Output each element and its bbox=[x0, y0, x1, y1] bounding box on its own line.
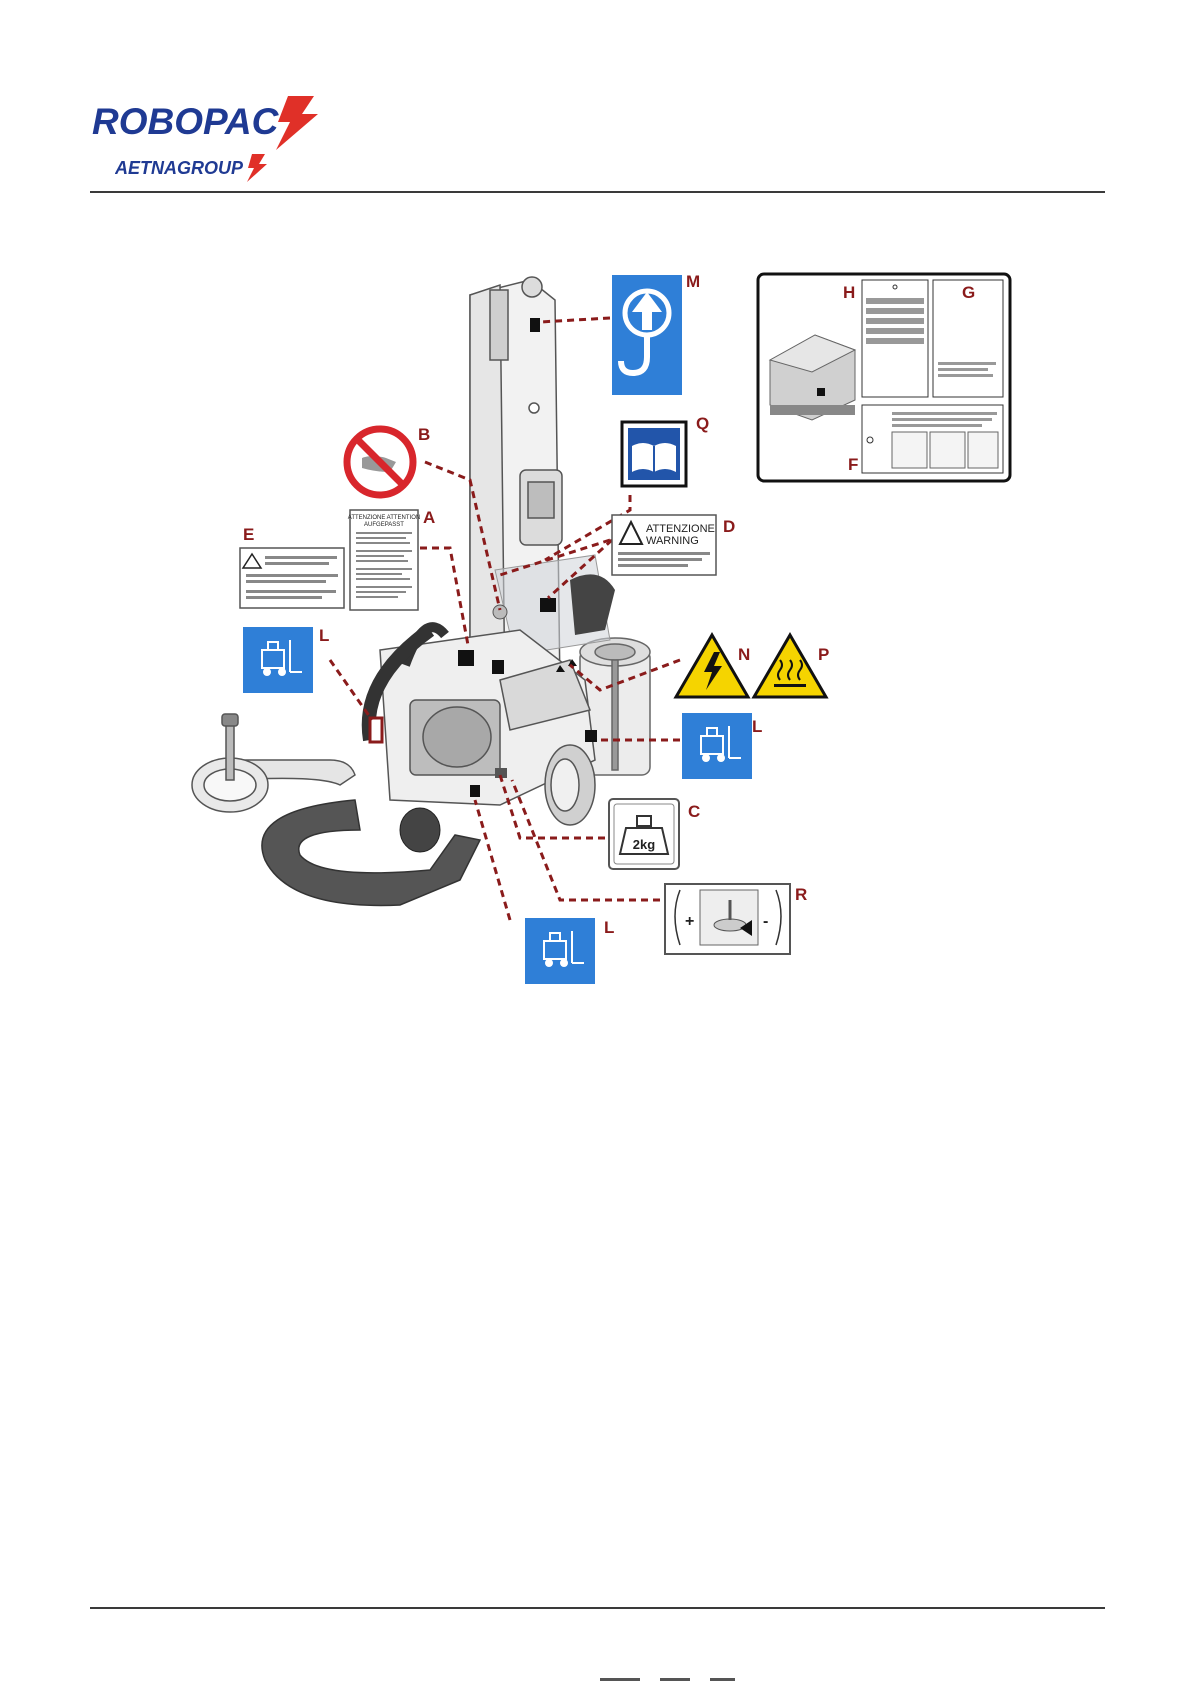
base-bumper bbox=[262, 800, 480, 905]
hot-surface-icon bbox=[754, 635, 826, 697]
forklift-icon bbox=[525, 918, 595, 984]
warning-text-sign bbox=[240, 548, 344, 608]
label-c: C bbox=[688, 802, 700, 822]
packaging-inset bbox=[758, 274, 1010, 481]
label-h: H bbox=[843, 283, 855, 303]
label-g: G bbox=[962, 283, 975, 303]
manual-book-icon bbox=[622, 422, 686, 486]
plus-text: + bbox=[685, 913, 694, 930]
label-n: N bbox=[738, 645, 750, 665]
body-decal-l-bottom bbox=[470, 785, 480, 797]
label-l-bottom: L bbox=[604, 918, 614, 938]
page-edge-marks bbox=[560, 1678, 860, 1684]
lift-hook-icon bbox=[612, 275, 682, 395]
rear-wheel bbox=[400, 808, 440, 852]
label-p: P bbox=[818, 645, 829, 665]
weight-text: 2kg bbox=[633, 837, 655, 852]
label-a: A bbox=[423, 508, 435, 528]
battery-header-text: ATTENZIONE ATTENTION bbox=[348, 515, 420, 521]
body-decal-l-right bbox=[585, 730, 597, 742]
battery-warning-sign: ATTENZIONE ATTENTION AUFGEPASST bbox=[348, 510, 420, 610]
battery-decal-a bbox=[458, 650, 474, 666]
console-decal-d bbox=[540, 598, 556, 612]
adjustment-sign: + - bbox=[665, 884, 790, 954]
no-hand-icon bbox=[347, 429, 413, 495]
weight-icon: 2kg bbox=[609, 799, 679, 869]
body-decal-b bbox=[493, 605, 507, 619]
label-l-left: L bbox=[319, 626, 329, 646]
forklift-icon bbox=[682, 713, 752, 779]
mast-decal-m bbox=[530, 318, 540, 332]
drive-wheel bbox=[545, 745, 595, 825]
label-r: R bbox=[795, 885, 807, 905]
minus-text: - bbox=[763, 913, 768, 930]
forklift-icon bbox=[243, 627, 313, 693]
attention-warning-sign: ATTENZIONE WARNING bbox=[612, 515, 716, 575]
tow-arm bbox=[192, 714, 355, 812]
label-e: E bbox=[243, 525, 254, 545]
label-q: Q bbox=[696, 414, 709, 434]
body-decal-l-left bbox=[370, 718, 382, 742]
handle-grip bbox=[570, 574, 615, 635]
footer-rule bbox=[90, 1607, 1105, 1609]
label-d: D bbox=[723, 517, 735, 537]
label-m: M bbox=[686, 272, 700, 292]
attention-text: ATTENZIONE bbox=[646, 523, 715, 535]
label-f: F bbox=[848, 455, 858, 475]
label-l-right: L bbox=[752, 717, 762, 737]
label-b: B bbox=[418, 425, 430, 445]
warning-text: WARNING bbox=[646, 535, 699, 547]
battery-header-text-2: AUFGEPASST bbox=[364, 522, 404, 528]
